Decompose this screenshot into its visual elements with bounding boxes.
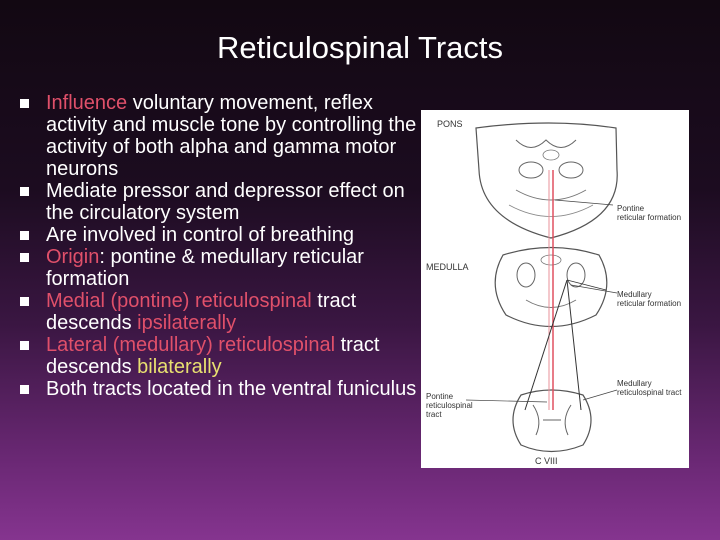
bullet-item: Both tracts located in the ventral funic… (20, 378, 420, 400)
square-bullet-icon (20, 297, 29, 306)
label-pontine-rf-1: Pontine (617, 204, 645, 213)
bullet-item: Influence voluntary movement, reflex act… (20, 92, 420, 180)
bullet-item: Are involved in control of breathing (20, 224, 420, 246)
bullet-text-pink: Lateral (medullary) reticulospinal (46, 334, 336, 356)
bullet-text-pink: Medial (pontine) reticulospinal (46, 290, 312, 312)
square-bullet-icon (20, 253, 29, 262)
diagram-svg: PONS Pontine reticular formation MEDULLA… (426, 119, 682, 466)
label-medullary-tract-1: Medullary (617, 379, 652, 388)
bullet-item: Medial (pontine) reticulospinal tract de… (20, 290, 420, 334)
label-pontine-tract-2: reticulospinal (426, 401, 473, 410)
bullet-text: : pontine & medullary reticular formatio… (46, 246, 364, 290)
bullet-text-yellow: bilaterally (137, 356, 222, 378)
bullet-list: Influence voluntary movement, reflex act… (20, 92, 420, 400)
label-medullary-rf-1: Medullary (617, 290, 652, 299)
bullet-item: Mediate pressor and depressor effect on … (20, 180, 420, 224)
bullet-text: voluntary movement, reflex activity and … (46, 92, 417, 180)
bullet-text-pink: ipsilaterally (137, 312, 237, 334)
square-bullet-icon (20, 231, 29, 240)
label-pontine-rf-2: reticular formation (617, 213, 681, 222)
label-level: C VIII (535, 456, 558, 466)
label-medulla: MEDULLA (426, 262, 469, 272)
bullet-text: tract descends (46, 334, 380, 378)
spinal-cord-section (512, 389, 592, 453)
bullet-item: Origin: pontine & medullary reticular fo… (20, 246, 420, 290)
reticulospinal-tracts (524, 170, 607, 411)
bullet-text-pink: Influence (46, 92, 128, 114)
label-pons: PONS (437, 119, 463, 129)
bullet-text: tract descends (46, 290, 357, 334)
label-pontine-tract-3: tract (426, 410, 442, 419)
bullet-text: Are involved in control of breathing (46, 224, 354, 246)
pons-section (475, 122, 618, 239)
slide-title: Reticulospinal Tracts (216, 30, 503, 65)
bullet-text: Mediate pressor and depressor effect on … (46, 180, 405, 224)
label-pontine-tract-1: Pontine (426, 392, 454, 401)
bullet-text: Both tracts located in the ventral funic… (46, 378, 417, 400)
medulla-section (494, 246, 608, 328)
square-bullet-icon (20, 187, 29, 196)
reticulospinal-diagram: PONS Pontine reticular formation MEDULLA… (421, 110, 689, 468)
label-medullary-rf-2: reticular formation (617, 299, 681, 308)
square-bullet-icon (20, 341, 29, 350)
leader-lines (465, 199, 618, 403)
label-medullary-tract-2: reticulospinal tract (617, 388, 682, 397)
square-bullet-icon (20, 385, 29, 394)
bullet-item: Lateral (medullary) reticulospinal tract… (20, 334, 420, 378)
bullet-text-pink: Origin (46, 246, 100, 268)
square-bullet-icon (20, 99, 29, 108)
